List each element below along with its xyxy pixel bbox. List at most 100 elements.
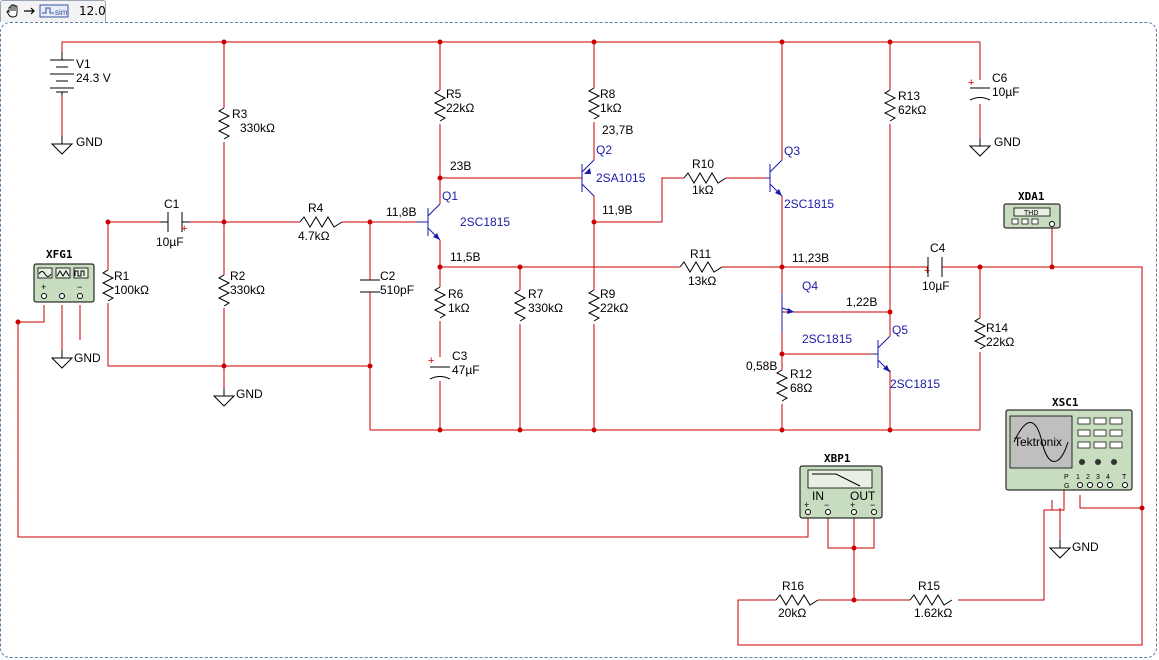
- junction-dots: [15, 39, 1145, 603]
- svg-text:10µF: 10µF: [992, 85, 1020, 99]
- svg-text:XSC1: XSC1: [1052, 396, 1079, 409]
- transistor-q4[interactable]: Q4 2SC1815: [781, 279, 852, 346]
- svg-text:Q3: Q3: [784, 144, 800, 158]
- transistor-q1[interactable]: Q1 2SC1815: [416, 189, 510, 241]
- svg-text:GND: GND: [1072, 540, 1099, 554]
- svg-text:22kΩ: 22kΩ: [600, 301, 628, 315]
- svg-text:GND: GND: [74, 351, 101, 365]
- svg-text:330kΩ: 330kΩ: [230, 283, 265, 297]
- resistor-r4[interactable]: R4 4.7kΩ: [298, 201, 343, 243]
- svg-text:IN: IN: [812, 489, 824, 503]
- svg-text:20kΩ: 20kΩ: [778, 606, 806, 620]
- resistor-r16[interactable]: R16 20kΩ: [775, 579, 819, 620]
- svg-text:62kΩ: 62kΩ: [898, 103, 926, 117]
- svg-text:47µF: 47µF: [452, 363, 480, 377]
- ground-symbol: GND: [51, 135, 103, 155]
- battery-v1[interactable]: V1 24.3 V: [50, 52, 111, 96]
- svg-text:1kΩ: 1kΩ: [692, 183, 714, 197]
- svg-text:10µF: 10µF: [156, 235, 184, 249]
- svg-text:XFG1: XFG1: [46, 248, 73, 261]
- svg-text:R15: R15: [918, 579, 940, 593]
- svg-text:R14: R14: [986, 321, 1008, 335]
- svg-text:−: −: [77, 282, 82, 292]
- svg-text:GND: GND: [76, 135, 103, 149]
- svg-text:+: +: [428, 355, 434, 367]
- svg-text:T: T: [1122, 474, 1127, 481]
- svg-text:24.3 V: 24.3 V: [76, 71, 111, 85]
- svg-text:13kΩ: 13kΩ: [688, 274, 716, 288]
- svg-text:R16: R16: [782, 579, 804, 593]
- zoom-label: 12.0: [79, 4, 106, 18]
- svg-text:+: +: [850, 500, 855, 510]
- transistor-q3[interactable]: Q3 2SC1815: [766, 144, 834, 211]
- svg-text:R2: R2: [230, 269, 246, 283]
- svg-text:R9: R9: [600, 287, 616, 301]
- svg-text:C2: C2: [380, 269, 396, 283]
- svg-text:R1: R1: [114, 269, 130, 283]
- svg-text:2SC1815: 2SC1815: [802, 332, 852, 346]
- svg-text:R6: R6: [448, 287, 464, 301]
- svg-text:GND: GND: [236, 387, 263, 401]
- function-generator-xfg1[interactable]: XFG1 + −: [33, 248, 95, 303]
- scope-buttons: [1077, 417, 1123, 465]
- simulate-icon: sim: [39, 3, 69, 22]
- svg-text:Q5: Q5: [892, 323, 908, 337]
- bode-plotter-xbp1[interactable]: XBP1 IN OUT + − + −: [799, 452, 883, 519]
- svg-text:1kΩ: 1kΩ: [448, 301, 470, 315]
- svg-text:2SA1015: 2SA1015: [596, 171, 646, 185]
- svg-text:R11: R11: [690, 247, 711, 261]
- voltage-labels: 11,8B 23B 23,7B 11,9B 11,5B 11,23B 1,22B…: [386, 123, 877, 373]
- svg-text:2SC1815: 2SC1815: [784, 197, 834, 211]
- svg-text:11,9B: 11,9B: [602, 203, 632, 217]
- svg-text:11,8B: 11,8B: [386, 205, 416, 219]
- svg-text:+: +: [41, 282, 46, 292]
- svg-text:2SC1815: 2SC1815: [460, 215, 510, 229]
- svg-text:Q2: Q2: [596, 143, 612, 157]
- schematic-frame: [0, 22, 1157, 658]
- svg-text:4.7kΩ: 4.7kΩ: [298, 229, 330, 243]
- wires: [17, 41, 1143, 646]
- svg-text:Tektronix: Tektronix: [1014, 435, 1062, 449]
- svg-text:Q1: Q1: [442, 189, 458, 203]
- svg-text:R13: R13: [898, 89, 920, 103]
- distortion-analyzer-xda1[interactable]: XDA1 THD: [1003, 190, 1061, 229]
- transistor-q5[interactable]: Q5 2SC1815: [872, 323, 940, 391]
- svg-text:R4: R4: [308, 201, 324, 215]
- svg-text:R7: R7: [528, 287, 544, 301]
- svg-text:330kΩ: 330kΩ: [240, 121, 275, 135]
- svg-text:R12: R12: [790, 367, 812, 381]
- svg-text:22kΩ: 22kΩ: [446, 101, 474, 115]
- svg-text:C4: C4: [930, 241, 946, 255]
- resistor-r11[interactable]: R11 13kΩ: [679, 247, 723, 288]
- svg-text:C3: C3: [452, 349, 468, 363]
- view-tab[interactable]: sim 12.0: [0, 0, 106, 22]
- transistor-q2[interactable]: Q2 2SA1015: [581, 143, 646, 197]
- ground-symbol: GND: [51, 349, 101, 369]
- svg-text:23B: 23B: [450, 159, 471, 173]
- ground-symbol: GND: [969, 135, 1021, 157]
- svg-text:510pF: 510pF: [380, 283, 414, 297]
- oscilloscope-xsc1[interactable]: XSC1 Tektronix P G 1 2 3 4 T: [1005, 396, 1133, 491]
- svg-text:R3: R3: [232, 107, 248, 121]
- svg-text:XBP1: XBP1: [824, 452, 851, 465]
- svg-text:11,5B: 11,5B: [450, 250, 480, 264]
